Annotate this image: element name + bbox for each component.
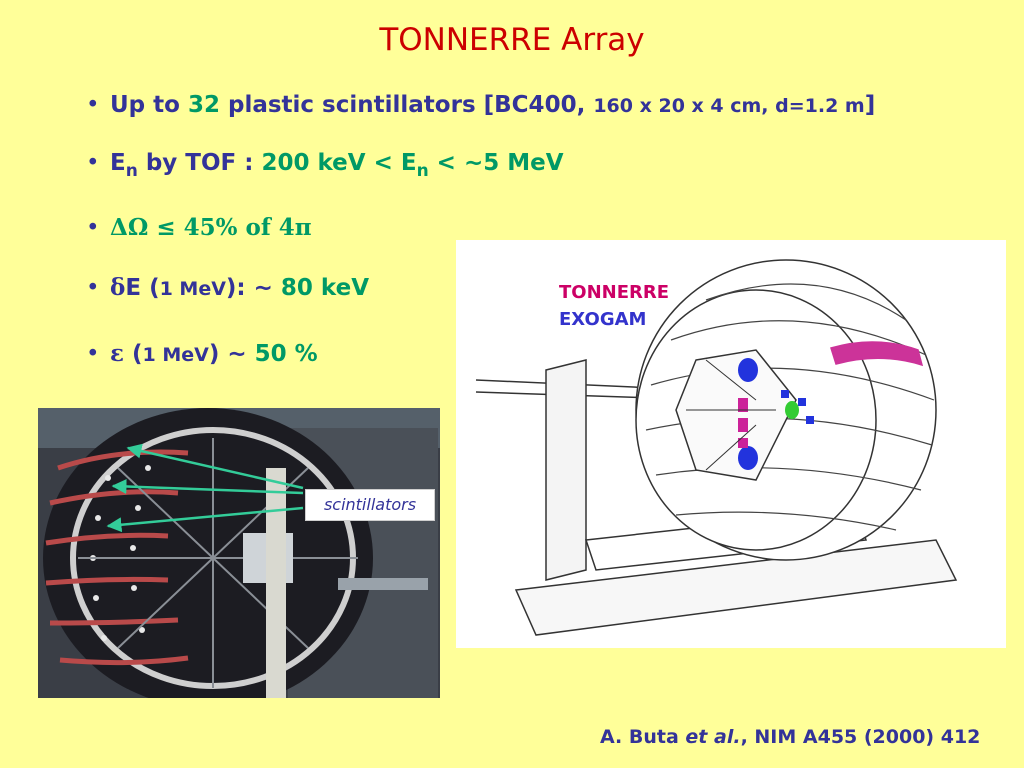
bullet-dot: • xyxy=(86,215,100,241)
bullet-energy-resolution: •δE (1 MeV): ~ 80 keV xyxy=(86,274,370,301)
callout-arrows xyxy=(106,443,304,533)
detector-photo xyxy=(38,408,440,698)
detector-drawing xyxy=(475,259,958,636)
label-tonnerre: TONNERRE xyxy=(559,282,670,303)
bullet-solid-angle: • ΔΩ ≤ 45% of 4π xyxy=(86,214,312,241)
energy-range: 200 keV < En < ~5 MeV xyxy=(261,150,564,181)
bullet-dot: • xyxy=(86,341,100,367)
efficiency-value: 50 % xyxy=(254,341,318,367)
count-value: 32 xyxy=(187,92,220,118)
detector-photo-illustration xyxy=(38,408,440,698)
label-exogam: EXOGAM xyxy=(559,309,647,330)
bullet-dot: • xyxy=(86,275,100,301)
dimensions: 160 x 20 x 4 cm, d=1.2 m xyxy=(593,95,865,117)
bullet-efficiency: •ε (1 MeV) ~ 50 % xyxy=(86,340,318,367)
title-part2: Array xyxy=(561,22,645,58)
slide-title: TONNERRE Array xyxy=(0,22,1024,58)
reference-citation: A. Buta et al., NIM A455 (2000) 412 xyxy=(600,726,981,748)
solid-angle-value: ΔΩ ≤ 45% of 4π xyxy=(110,214,312,241)
bullet-dot: • xyxy=(86,150,100,176)
bullet-dot: • xyxy=(86,92,100,118)
title-part1: TONNERRE xyxy=(379,22,552,58)
scintillators-callout: scintillators xyxy=(305,489,435,521)
resolution-value: 80 keV xyxy=(280,275,370,301)
tonnerre-exogam-diagram xyxy=(456,240,1006,648)
bullet-scintillators: •Up to 32 plastic scintillators [BC400, … xyxy=(86,92,876,118)
bullet-tof: •En by TOF : 200 keV < En < ~5 MeV xyxy=(86,150,564,181)
